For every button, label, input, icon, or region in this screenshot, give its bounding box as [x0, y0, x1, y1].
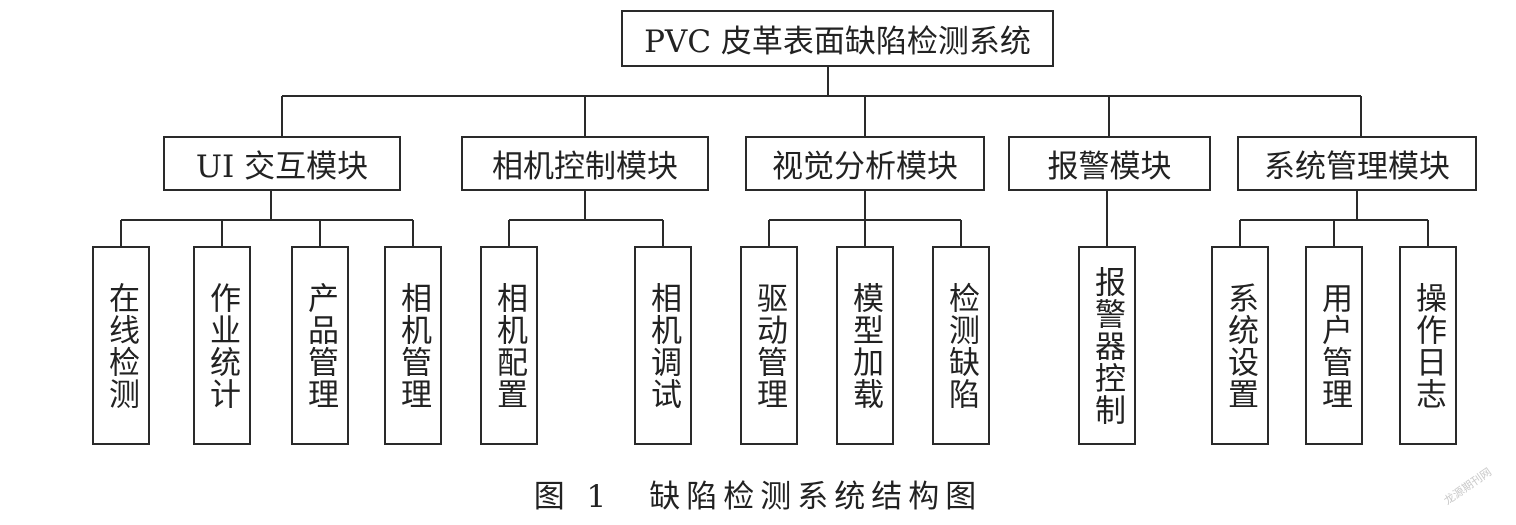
leaf-online-detection: 在线检测: [92, 246, 150, 445]
leaf-camera-management: 相机管理: [384, 246, 442, 445]
leaf-system-settings: 系统设置: [1211, 246, 1269, 445]
leaf-operation-log: 操作日志: [1399, 246, 1457, 445]
leaf-product-management: 产品管理: [291, 246, 349, 445]
root-node: PVC 皮革表面缺陷检测系统: [621, 10, 1054, 67]
module-visual-analysis: 视觉分析模块: [745, 136, 985, 191]
module-camera-control: 相机控制模块: [461, 136, 709, 191]
leaf-job-statistics: 作业统计: [193, 246, 251, 445]
leaf-camera-debug: 相机调试: [634, 246, 692, 445]
leaf-alarm-control: 报警器控制: [1078, 246, 1136, 445]
leaf-camera-config: 相机配置: [480, 246, 538, 445]
leaf-user-management: 用户管理: [1305, 246, 1363, 445]
leaf-defect-detection: 检测缺陷: [932, 246, 990, 445]
module-system-management: 系统管理模块: [1237, 136, 1477, 191]
figure-caption: 图 1 缺陷检测系统结构图: [533, 479, 983, 515]
module-alarm: 报警模块: [1008, 136, 1211, 191]
leaf-model-loading: 模型加载: [836, 246, 894, 445]
leaf-driver-management: 驱动管理: [740, 246, 798, 445]
module-ui-interaction: UI 交互模块: [163, 136, 401, 191]
